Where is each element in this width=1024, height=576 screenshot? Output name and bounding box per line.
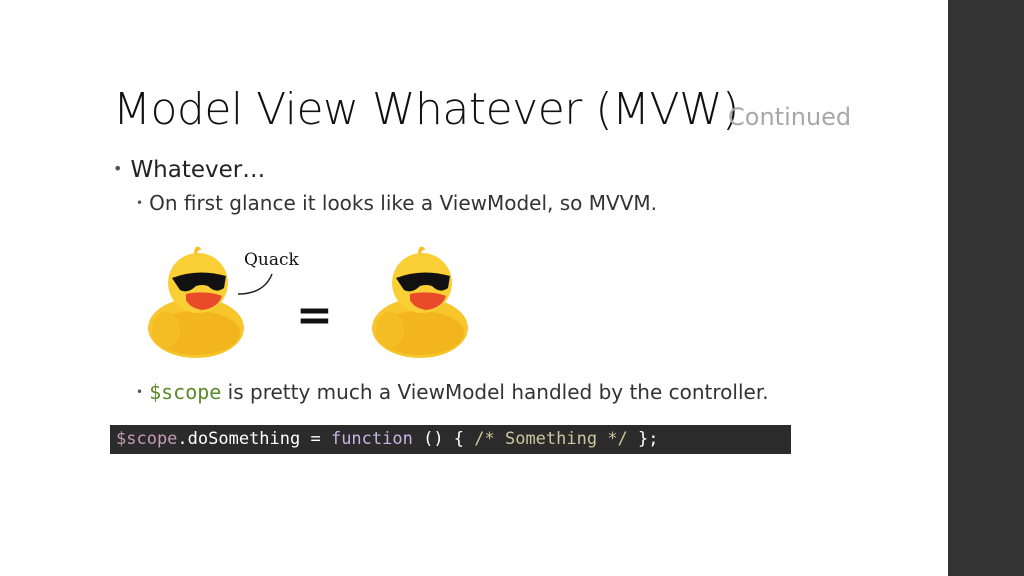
rubber-duck-icon xyxy=(148,246,244,358)
speech-tail-icon xyxy=(237,273,273,295)
bullet-scope-text: is pretty much a ViewModel handled by th… xyxy=(221,380,769,404)
code-token-parens: () { xyxy=(412,429,475,449)
inline-code-scope: $scope xyxy=(149,380,222,404)
bullet-level1: • Whatever… xyxy=(113,157,265,183)
bullet-dot-icon: • xyxy=(113,159,123,178)
code-block: $scope.doSomething = function () { /* So… xyxy=(110,425,791,454)
equals-sign: = xyxy=(296,290,333,341)
bullet-level1-text: Whatever… xyxy=(130,157,266,183)
bullet-scope: • $scope is pretty much a ViewModel handl… xyxy=(136,380,769,404)
rubber-duck-icon xyxy=(372,246,468,358)
code-token-keyword: function xyxy=(330,429,413,449)
bullet-dot-icon: • xyxy=(136,385,144,399)
code-token-var: $scope xyxy=(116,429,178,449)
bullet-first-glance: • On first glance it looks like a ViewMod… xyxy=(136,191,657,215)
code-token-comment: /* Something */ xyxy=(474,429,628,449)
code-token-member: .doSomething = xyxy=(177,429,331,449)
bullet-first-glance-text: On first glance it looks like a ViewMode… xyxy=(149,191,658,215)
slide-title: Model View Whatever (MVW) xyxy=(113,84,739,135)
bullet-dot-icon: • xyxy=(136,196,144,210)
code-token-end: }; xyxy=(627,429,659,449)
speech-bubble-text: Quack xyxy=(244,250,299,270)
slide-subtitle: Continued xyxy=(728,103,852,131)
sidebar-decoration xyxy=(948,0,1024,576)
